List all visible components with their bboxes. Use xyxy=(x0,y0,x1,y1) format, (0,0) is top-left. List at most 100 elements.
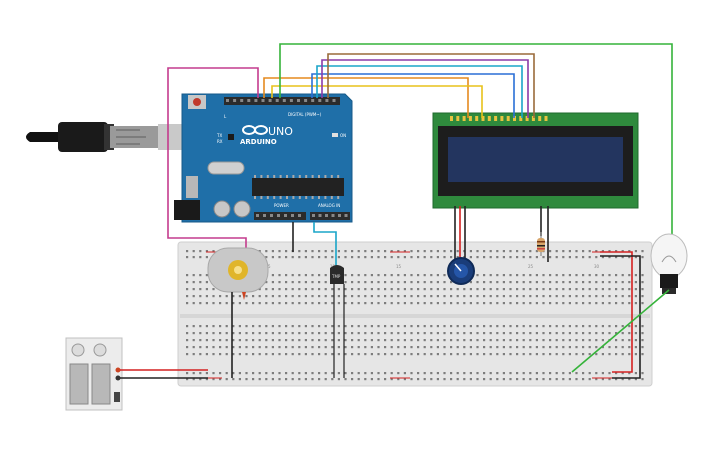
bb-hole xyxy=(483,256,486,259)
bb-hole xyxy=(324,332,327,335)
lcd-pin xyxy=(494,116,498,121)
bb-hole xyxy=(298,346,301,349)
bb-hole xyxy=(278,250,281,253)
bb-hole xyxy=(212,339,215,342)
bb-hole xyxy=(199,346,202,349)
bb-hole xyxy=(456,346,459,349)
atmega-chip xyxy=(252,178,344,196)
bb-hole xyxy=(298,339,301,342)
bb-hole xyxy=(430,339,433,342)
bb-hole xyxy=(450,302,453,305)
bb-hole xyxy=(483,346,486,349)
bb-hole xyxy=(311,325,314,328)
bb-hole xyxy=(252,372,255,375)
bb-hole xyxy=(311,353,314,356)
bb-hole xyxy=(522,378,525,381)
bb-hole xyxy=(397,288,400,291)
bb-hole xyxy=(483,353,486,356)
chip-leg xyxy=(273,175,276,178)
bb-hole xyxy=(516,256,519,259)
bb-hole xyxy=(621,281,624,284)
bb-hole xyxy=(436,274,439,277)
lcd-16x2[interactable] xyxy=(432,112,639,209)
lcd-pin xyxy=(475,116,479,121)
chip-leg xyxy=(292,196,295,199)
bb-hole xyxy=(502,274,505,277)
bb-hole xyxy=(199,353,202,356)
bb-hole xyxy=(331,250,334,253)
bb-hole xyxy=(568,325,571,328)
bb-hole xyxy=(344,378,347,381)
bb-hole xyxy=(351,250,354,253)
bb-hole xyxy=(555,274,558,277)
bb-hole xyxy=(370,325,373,328)
bb-hole xyxy=(344,281,347,284)
bb-hole xyxy=(205,295,208,298)
digital-header[interactable] xyxy=(224,97,340,105)
bb-hole xyxy=(476,302,479,305)
bb-hole xyxy=(186,302,189,305)
bb-hole xyxy=(516,332,519,335)
bb-hole xyxy=(621,332,624,335)
bb-hole xyxy=(344,372,347,375)
bb-hole xyxy=(285,378,288,381)
digital-pin xyxy=(240,99,244,102)
bb-hole xyxy=(311,281,314,284)
light-bulb[interactable] xyxy=(650,233,688,294)
bb-hole xyxy=(509,339,512,342)
bb-hole xyxy=(265,325,268,328)
bb-hole xyxy=(615,325,618,328)
bb-hole xyxy=(529,302,532,305)
bb-hole xyxy=(364,281,367,284)
bb-hole xyxy=(377,256,380,259)
power-jack[interactable] xyxy=(174,200,200,220)
digital-pin xyxy=(282,99,286,102)
chip-leg xyxy=(279,196,282,199)
bb-hole xyxy=(542,281,545,284)
bb-hole xyxy=(390,281,393,284)
bb-hole xyxy=(186,250,189,253)
bb-hole xyxy=(285,325,288,328)
wires-digital-to-lcd xyxy=(263,43,673,268)
power-supply[interactable] xyxy=(65,337,123,411)
bb-hole xyxy=(192,325,195,328)
bb-hole xyxy=(582,325,585,328)
bb-hole xyxy=(575,256,578,259)
bb-hole xyxy=(318,378,321,381)
arduino-uno-board[interactable]: DIGITAL (PWM~) ARDUINO UNO TX RX ON L PO… xyxy=(174,93,353,223)
analog-header[interactable] xyxy=(310,212,350,220)
tmp-sensor[interactable]: TMP xyxy=(330,265,345,378)
power-pin xyxy=(298,214,301,217)
bb-hole xyxy=(351,332,354,335)
lcd-pin xyxy=(468,116,472,121)
dc-motor[interactable] xyxy=(207,247,269,300)
bb-hole xyxy=(192,372,195,375)
bb-hole xyxy=(634,288,637,291)
bb-hole xyxy=(634,281,637,284)
potentiometer[interactable] xyxy=(447,257,475,285)
resistor[interactable] xyxy=(537,232,545,256)
bb-hole xyxy=(542,325,545,328)
digital-pin xyxy=(268,99,272,102)
chip-leg xyxy=(298,175,301,178)
bb-hole xyxy=(192,378,195,381)
bb-hole xyxy=(265,339,268,342)
on-label: ON xyxy=(340,133,346,138)
bb-hole xyxy=(549,288,552,291)
bb-hole xyxy=(496,372,499,375)
bb-hole xyxy=(555,353,558,356)
lcd-pin xyxy=(487,116,491,121)
bb-hole xyxy=(430,256,433,259)
bb-hole xyxy=(212,288,215,291)
bb-hole xyxy=(535,325,538,328)
bb-hole xyxy=(370,346,373,349)
bb-hole xyxy=(364,325,367,328)
bb-hole xyxy=(318,302,321,305)
bb-hole xyxy=(469,372,472,375)
bb-hole xyxy=(397,274,400,277)
bb-hole xyxy=(496,288,499,291)
chip-leg xyxy=(266,175,269,178)
bb-hole xyxy=(370,295,373,298)
bb-hole xyxy=(476,274,479,277)
bb-hole xyxy=(225,378,228,381)
